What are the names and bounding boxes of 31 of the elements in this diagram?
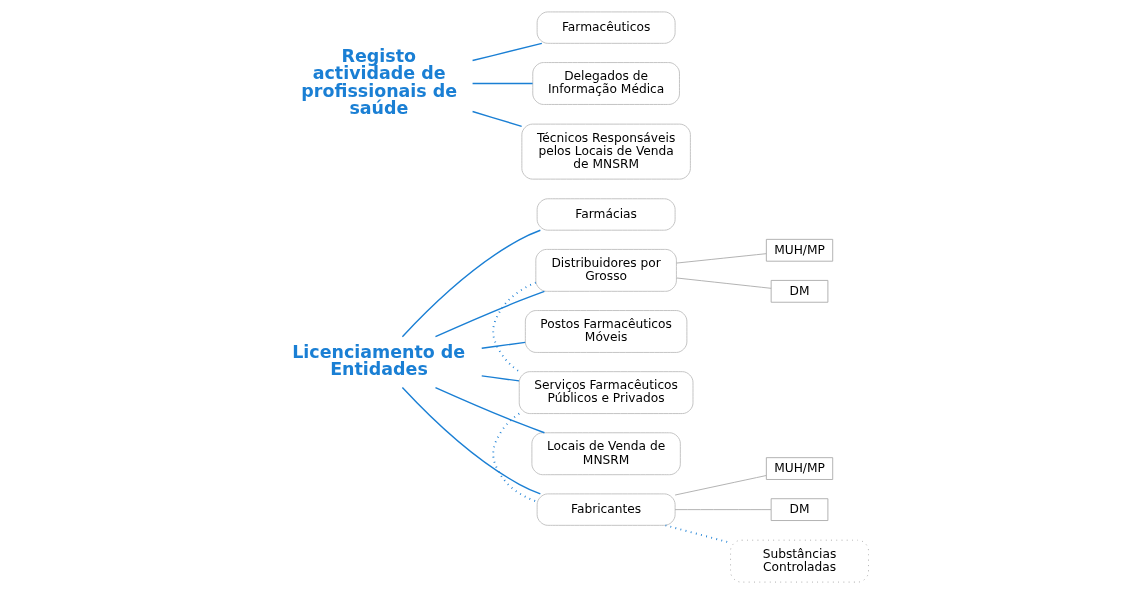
node-text: Licenciamento de Entidades [291,341,465,380]
connector [401,229,541,338]
node-box: Distribuidores por Grosso [534,248,677,292]
node-box: Locais de Venda de MNSRM [530,432,681,476]
connector [491,281,537,373]
connector [471,82,533,85]
connector [434,386,545,434]
node-box: Técnicos Responsáveis pelos Locais de Venda de MNSRM [520,123,691,180]
connector [674,475,767,496]
connector [434,290,545,338]
node-box: DM [770,279,828,303]
connector [674,509,771,511]
connector [471,110,522,128]
node-box: Substâncias Controladas [729,539,869,583]
connector [480,341,526,349]
node-box: Farmacêuticos [536,11,676,44]
connector [491,412,538,503]
connector [675,253,767,264]
node-box: Serviços Farmacêuticos Públicos e Privados [518,371,693,414]
node-box: DM [770,498,828,521]
connector [401,386,541,495]
node-text: Registo actividade de profissionais de saúde [300,45,457,119]
node-box: Postos Farmacêuticos Móveis [524,310,687,353]
connector [675,277,772,289]
node-box: MUH/MP [765,457,833,480]
connector [480,375,520,382]
node-box: Farmácias [536,198,676,231]
node-box: MUH/MP [765,238,833,262]
connector [471,42,543,62]
node-box: Fabricantes [536,493,676,526]
node-box: Delegados de Informação Médica [531,62,680,105]
